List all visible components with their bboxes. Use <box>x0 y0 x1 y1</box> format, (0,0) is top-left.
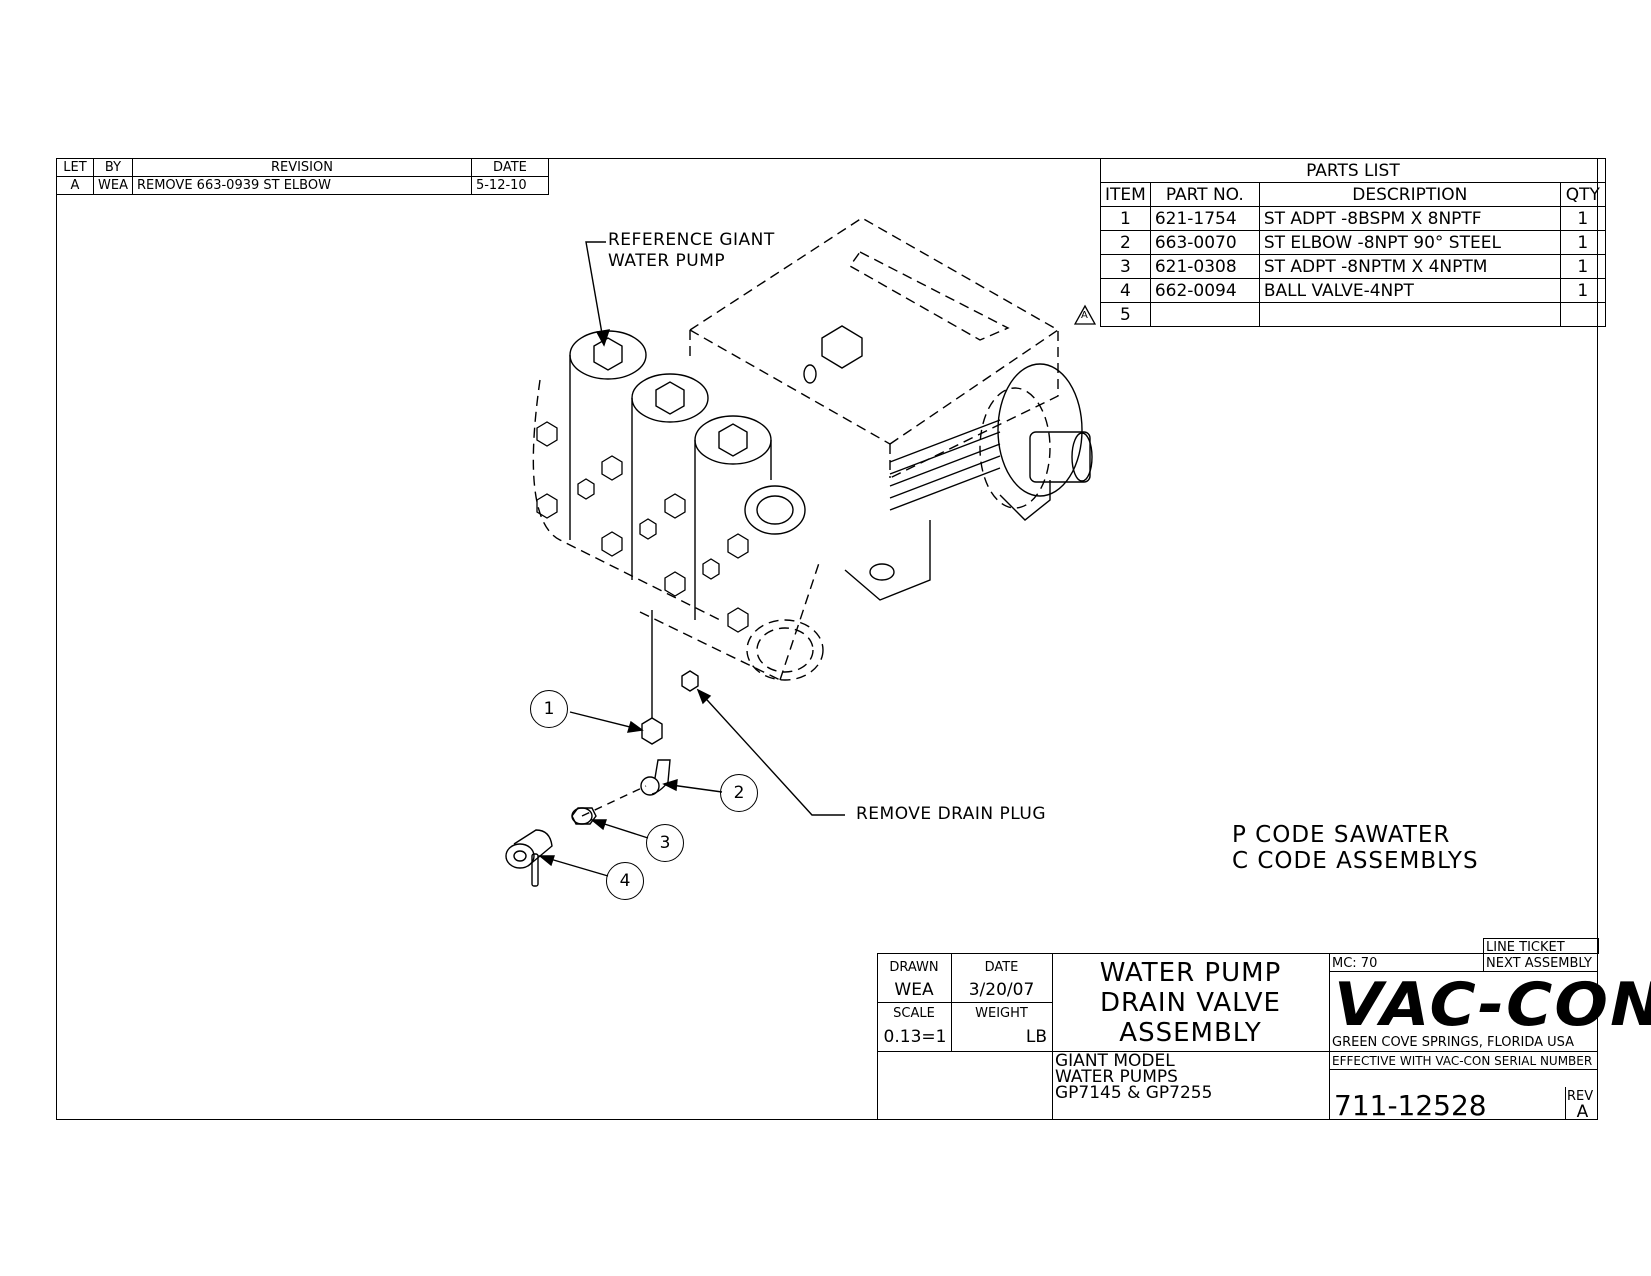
parts-description: ST ELBOW -8NPT 90° STEEL <box>1258 230 1561 255</box>
weight-label: WEIGHT <box>975 1006 1028 1021</box>
parts-row: 2 663-0070 ST ELBOW -8NPT 90° STEEL 1 <box>1100 230 1606 255</box>
date-label: DATE <box>984 960 1019 975</box>
revision-date: 5-12-10 <box>470 176 549 195</box>
parts-row: 5 <box>1100 302 1606 327</box>
drawing-sheet-border <box>56 158 1598 1120</box>
parts-part-no: 621-0308 <box>1149 254 1260 279</box>
parts-part-no: 663-0070 <box>1149 230 1260 255</box>
parts-header-qty: QTY <box>1559 182 1606 207</box>
model-line3: GP7145 & GP7255 <box>1055 1083 1213 1103</box>
next-assembly-label: NEXT ASSEMBLY <box>1486 956 1592 971</box>
parts-header-item: ITEM <box>1100 182 1151 207</box>
mc-code: MC: 70 <box>1332 956 1378 971</box>
drain-plug-callout: REMOVE DRAIN PLUG <box>856 804 1047 824</box>
rev-value: A <box>1576 1102 1589 1122</box>
parts-qty: 1 <box>1559 206 1606 231</box>
scale-label: SCALE <box>893 1006 935 1021</box>
parts-part-no: 662-0094 <box>1149 278 1260 303</box>
scale-value: 0.13=1 <box>883 1027 947 1047</box>
revision-header-by: BY <box>93 158 133 177</box>
title-block <box>877 953 1598 1120</box>
weight-value: LB <box>1025 1027 1047 1047</box>
company-location: GREEN COVE SPRINGS, FLORIDA USA <box>1332 1035 1575 1050</box>
line-ticket-label: LINE TICKET <box>1486 940 1565 955</box>
drawing-number: 711-12528 <box>1334 1089 1487 1122</box>
revision-let: A <box>56 176 94 195</box>
parts-row: 3 621-0308 ST ADPT -8NPTM X 4NPTM 1 <box>1100 254 1606 279</box>
parts-part-no: 621-1754 <box>1149 206 1260 231</box>
revision-header-row: LET BY REVISION DATE <box>56 158 549 177</box>
reference-callout-line1: REFERENCE GIANT <box>608 230 775 250</box>
parts-row: 4 662-0094 BALL VALVE-4NPT 1 <box>1100 278 1606 303</box>
parts-item: 2 <box>1100 230 1151 255</box>
note-c-code: C CODE ASSEMBLYS <box>1232 848 1479 874</box>
drawn-label: DRAWN <box>889 960 939 975</box>
vac-con-logo: VAC-CON <box>1334 970 1651 1040</box>
parts-description: BALL VALVE-4NPT <box>1258 278 1561 303</box>
model-line2: WATER PUMPS <box>1055 1067 1178 1087</box>
revision-by: WEA <box>93 176 133 195</box>
parts-description: ST ADPT -8BSPM X 8NPTF <box>1258 206 1561 231</box>
drawing-title-line2: DRAIN VALVE <box>1100 988 1281 1018</box>
parts-item: 4 <box>1100 278 1151 303</box>
parts-qty: 1 <box>1559 278 1606 303</box>
parts-header-part-no: PART NO. <box>1149 182 1260 207</box>
note-p-code: P CODE SAWATER <box>1232 822 1451 848</box>
balloon-3: 3 <box>646 824 684 862</box>
balloon-1: 1 <box>530 690 568 728</box>
parts-qty: 1 <box>1559 254 1606 279</box>
parts-part-no <box>1149 302 1260 327</box>
parts-list-title-row: PARTS LIST <box>1100 158 1606 183</box>
reference-callout-line2: WATER PUMP <box>608 251 726 271</box>
parts-list-title: PARTS LIST <box>1100 158 1606 183</box>
parts-list-table: PARTS LIST ITEM PART NO. DESCRIPTION QTY… <box>1100 158 1606 327</box>
revision-row: A WEA REMOVE 663-0939 ST ELBOW 5-12-10 <box>56 176 549 195</box>
balloon-4: 4 <box>606 862 644 900</box>
date-value: 3/20/07 <box>968 980 1035 1000</box>
parts-qty <box>1559 302 1606 327</box>
revision-triangle-letter: A <box>1081 310 1088 321</box>
parts-description: ST ADPT -8NPTM X 4NPTM <box>1258 254 1561 279</box>
revision-description: REMOVE 663-0939 ST ELBOW <box>131 176 472 195</box>
effective-serial-label: EFFECTIVE WITH VAC-CON SERIAL NUMBER <box>1332 1054 1593 1068</box>
rev-label: REV <box>1567 1089 1594 1104</box>
drawn-value: WEA <box>894 980 934 1000</box>
revision-table: LET BY REVISION DATE A WEA REMOVE 663-09… <box>56 158 549 195</box>
parts-row: 1 621-1754 ST ADPT -8BSPM X 8NPTF 1 <box>1100 206 1606 231</box>
drawing-title-line1: WATER PUMP <box>1099 958 1282 988</box>
balloon-2: 2 <box>720 774 758 812</box>
model-line1: GIANT MODEL <box>1055 1051 1175 1071</box>
parts-description <box>1258 302 1561 327</box>
drawing-title-line3: ASSEMBLY <box>1119 1018 1262 1048</box>
revision-triangle-icon: A <box>1074 304 1096 326</box>
